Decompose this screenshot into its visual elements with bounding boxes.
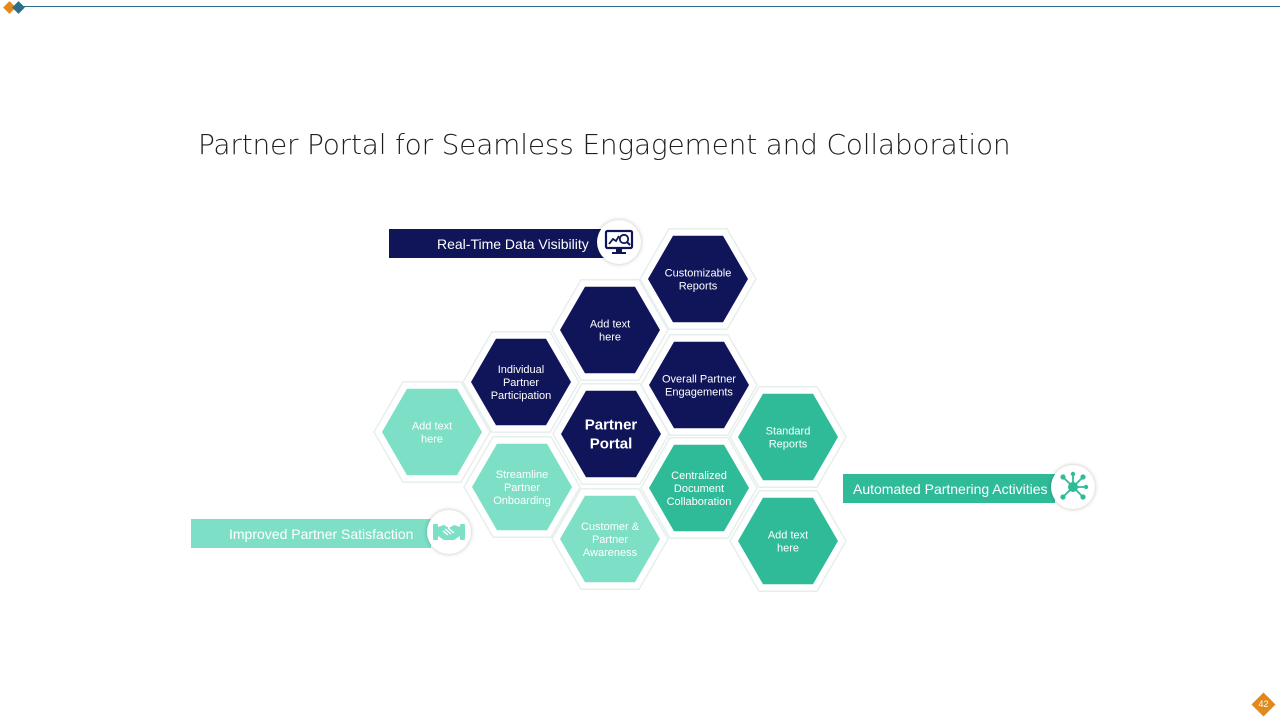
hex-label-line: Overall Partner (662, 374, 736, 386)
hex-label-line: Standard (766, 426, 811, 438)
hex-label-line: Partner (504, 482, 540, 494)
page-number-badge: 42 (1251, 692, 1276, 717)
hex-fill (560, 286, 660, 374)
hex-fill (560, 495, 660, 583)
network-nodes-icon (1051, 465, 1095, 509)
banner-label: Automated Partnering Activities (853, 480, 1048, 497)
hex-label-line: Reports (769, 439, 808, 451)
hex-label-line: Reports (679, 281, 718, 293)
banner-label: Real-Time Data Visibility (437, 235, 589, 252)
hex-label-line: Portal (590, 436, 633, 453)
slide-title: Partner Portal for Seamless Engagement a… (198, 128, 1011, 161)
hex-label-line: Onboarding (493, 495, 551, 507)
hex-label-line: here (777, 543, 799, 555)
banner-improved-partner-satisfaction: Improved Partner Satisfaction (191, 519, 431, 548)
hex-label-line: Add text (768, 530, 808, 542)
hex-fill (738, 497, 838, 585)
hex-fill (561, 390, 661, 478)
hex-label-line: Participation (491, 390, 552, 402)
hex-label-line: Partner (592, 534, 628, 546)
hex-label-line: Individual (498, 364, 544, 376)
hex-label-line: here (599, 332, 621, 344)
hex-label-line: Partner (585, 417, 638, 434)
handshake-icon (427, 510, 471, 554)
page-number: 42 (1258, 699, 1269, 709)
hex-fill (648, 235, 748, 323)
hex-label-line: Collaboration (667, 496, 732, 508)
hex-label-line: Engagements (665, 387, 733, 399)
top-rule (22, 6, 1280, 7)
hex-label-line: Streamline (496, 469, 549, 481)
monitor-analytics-icon (597, 220, 641, 264)
hex-fill (471, 338, 571, 426)
hex-label-line: here (421, 434, 443, 446)
hex-fill (382, 388, 482, 476)
hex-label-line: Awareness (583, 547, 638, 559)
hex-label-line: Customer & (581, 521, 640, 533)
hex-label-line: Centralized (671, 470, 727, 482)
hex-fill (649, 444, 749, 532)
banner-real-time-data-visibility: Real-Time Data Visibility (389, 229, 605, 258)
hex-label-line: Customizable (665, 268, 732, 280)
banner-automated-partnering-activities: Automated Partnering Activities (843, 474, 1055, 503)
hex-label-line: Partner (503, 377, 539, 389)
hex-label-line: Document (674, 483, 724, 495)
hex-fill (738, 393, 838, 481)
hex-label-line: Add text (590, 319, 630, 331)
hex-fill (472, 443, 572, 531)
hex-fill (649, 341, 749, 429)
hex-label-line: Add text (412, 421, 452, 433)
banner-label: Improved Partner Satisfaction (229, 525, 414, 542)
